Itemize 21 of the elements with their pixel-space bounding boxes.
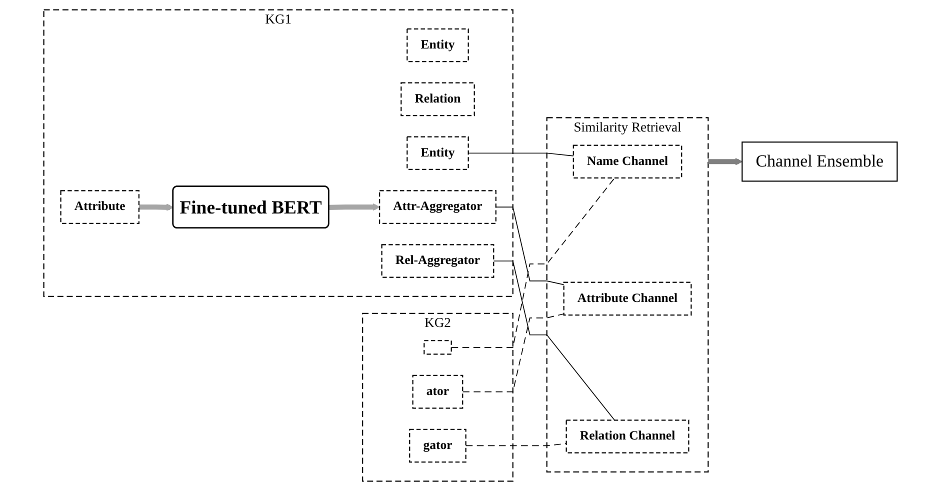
- node-box: Attribute Channel: [563, 282, 692, 316]
- node-box: Relation Channel: [566, 420, 690, 454]
- arrow: [328, 203, 380, 211]
- connector: [462, 313, 564, 392]
- node-box: [424, 340, 452, 355]
- connector: [495, 206, 564, 286]
- node-box: Entity: [406, 28, 469, 62]
- node-box: Attribute: [60, 190, 140, 224]
- connector: [450, 178, 616, 348]
- connector: [493, 260, 615, 421]
- node-box: gator: [409, 428, 466, 463]
- node-box: Relation: [400, 82, 475, 116]
- node-box: Attr-Aggregator: [379, 190, 496, 224]
- arrow: [138, 204, 174, 212]
- connector: [468, 152, 574, 156]
- node-box: Channel Ensemble: [742, 142, 898, 182]
- node-box: ator: [412, 374, 464, 409]
- node-box: Name Channel: [572, 144, 682, 179]
- node-box: Entity: [406, 136, 469, 170]
- node-box: Rel-Aggregator: [381, 244, 494, 278]
- arrow: [708, 158, 742, 166]
